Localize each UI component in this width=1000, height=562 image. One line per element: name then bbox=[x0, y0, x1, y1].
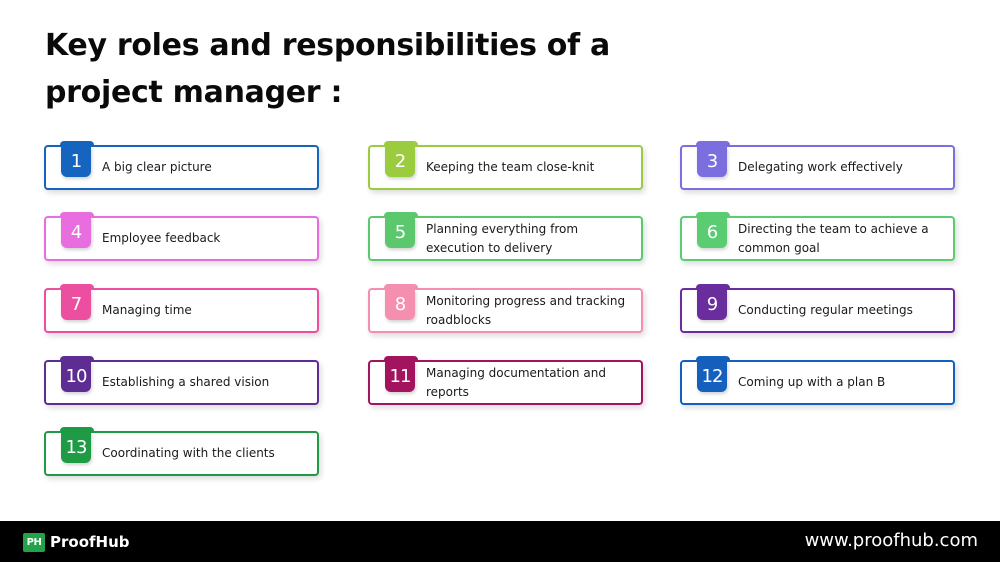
badge-tab bbox=[60, 427, 94, 433]
number-badge: 9 bbox=[697, 289, 727, 320]
role-label: Establishing a shared vision bbox=[102, 375, 270, 389]
role-card-11: 11 Managing documentation and reports bbox=[368, 356, 643, 405]
number-badge: 13 bbox=[61, 432, 91, 463]
badge-tab bbox=[696, 284, 730, 290]
badge-tab bbox=[696, 356, 730, 362]
number-badge: 12 bbox=[697, 361, 727, 392]
badge-tab bbox=[384, 141, 418, 147]
role-label: Managing documentation and reports bbox=[426, 365, 606, 399]
proofhub-logo-icon: PH bbox=[23, 533, 45, 552]
role-card-12: 12 Coming up with a plan B bbox=[680, 356, 955, 405]
badge-tab bbox=[696, 141, 730, 147]
number-badge: 1 bbox=[61, 146, 91, 177]
number-badge: 2 bbox=[385, 146, 415, 177]
role-label: Coming up with a plan B bbox=[738, 375, 886, 389]
badge-tab bbox=[60, 212, 94, 218]
role-card-6: 6 Directing the team to achieve a common … bbox=[680, 212, 955, 261]
badge-tab bbox=[60, 356, 94, 362]
role-card-9: 9 Conducting regular meetings bbox=[680, 284, 955, 333]
role-card-2: 2 Keeping the team close-knit bbox=[368, 141, 643, 190]
number-badge: 5 bbox=[385, 217, 415, 248]
role-label: Keeping the team close-knit bbox=[426, 160, 595, 174]
role-card-1: 1 A big clear picture bbox=[44, 141, 319, 190]
footer-bar: PH ProofHub www.proofhub.com bbox=[0, 521, 1000, 562]
number-badge: 6 bbox=[697, 217, 727, 248]
role-label: Monitoring progress and tracking roadblo… bbox=[426, 293, 626, 327]
page-title: Key roles and responsibilities of a proj… bbox=[45, 28, 610, 110]
role-label: Directing the team to achieve a common g… bbox=[738, 221, 929, 255]
badge-tab bbox=[60, 284, 94, 290]
number-badge: 10 bbox=[61, 361, 91, 392]
role-label: Managing time bbox=[102, 303, 192, 317]
number-badge: 4 bbox=[61, 217, 91, 248]
number-badge: 7 bbox=[61, 289, 91, 320]
role-label: Planning everything from execution to de… bbox=[426, 221, 579, 255]
role-card-4: 4 Employee feedback bbox=[44, 212, 319, 261]
role-card-8: 8 Monitoring progress and tracking roadbl… bbox=[368, 284, 643, 333]
role-label: Delegating work effectively bbox=[738, 160, 903, 174]
role-card-5: 5 Planning everything from execution to d… bbox=[368, 212, 643, 261]
role-card-3: 3 Delegating work effectively bbox=[680, 141, 955, 190]
role-label: A big clear picture bbox=[102, 160, 212, 174]
badge-tab bbox=[60, 141, 94, 147]
number-badge: 3 bbox=[697, 146, 727, 177]
number-badge: 11 bbox=[385, 361, 415, 392]
badge-tab bbox=[384, 212, 418, 218]
role-card-7: 7 Managing time bbox=[44, 284, 319, 333]
role-card-10: 10 Establishing a shared vision bbox=[44, 356, 319, 405]
role-label: Employee feedback bbox=[102, 231, 221, 245]
role-card-13: 13 Coordinating with the clients bbox=[44, 427, 319, 476]
website-url: www.proofhub.com bbox=[804, 530, 978, 551]
badge-tab bbox=[384, 284, 418, 290]
number-badge: 8 bbox=[385, 289, 415, 320]
badge-tab bbox=[696, 212, 730, 218]
brand-name: ProofHub bbox=[50, 533, 130, 551]
role-label: Coordinating with the clients bbox=[102, 446, 275, 460]
role-label: Conducting regular meetings bbox=[738, 303, 913, 317]
badge-tab bbox=[384, 356, 418, 362]
